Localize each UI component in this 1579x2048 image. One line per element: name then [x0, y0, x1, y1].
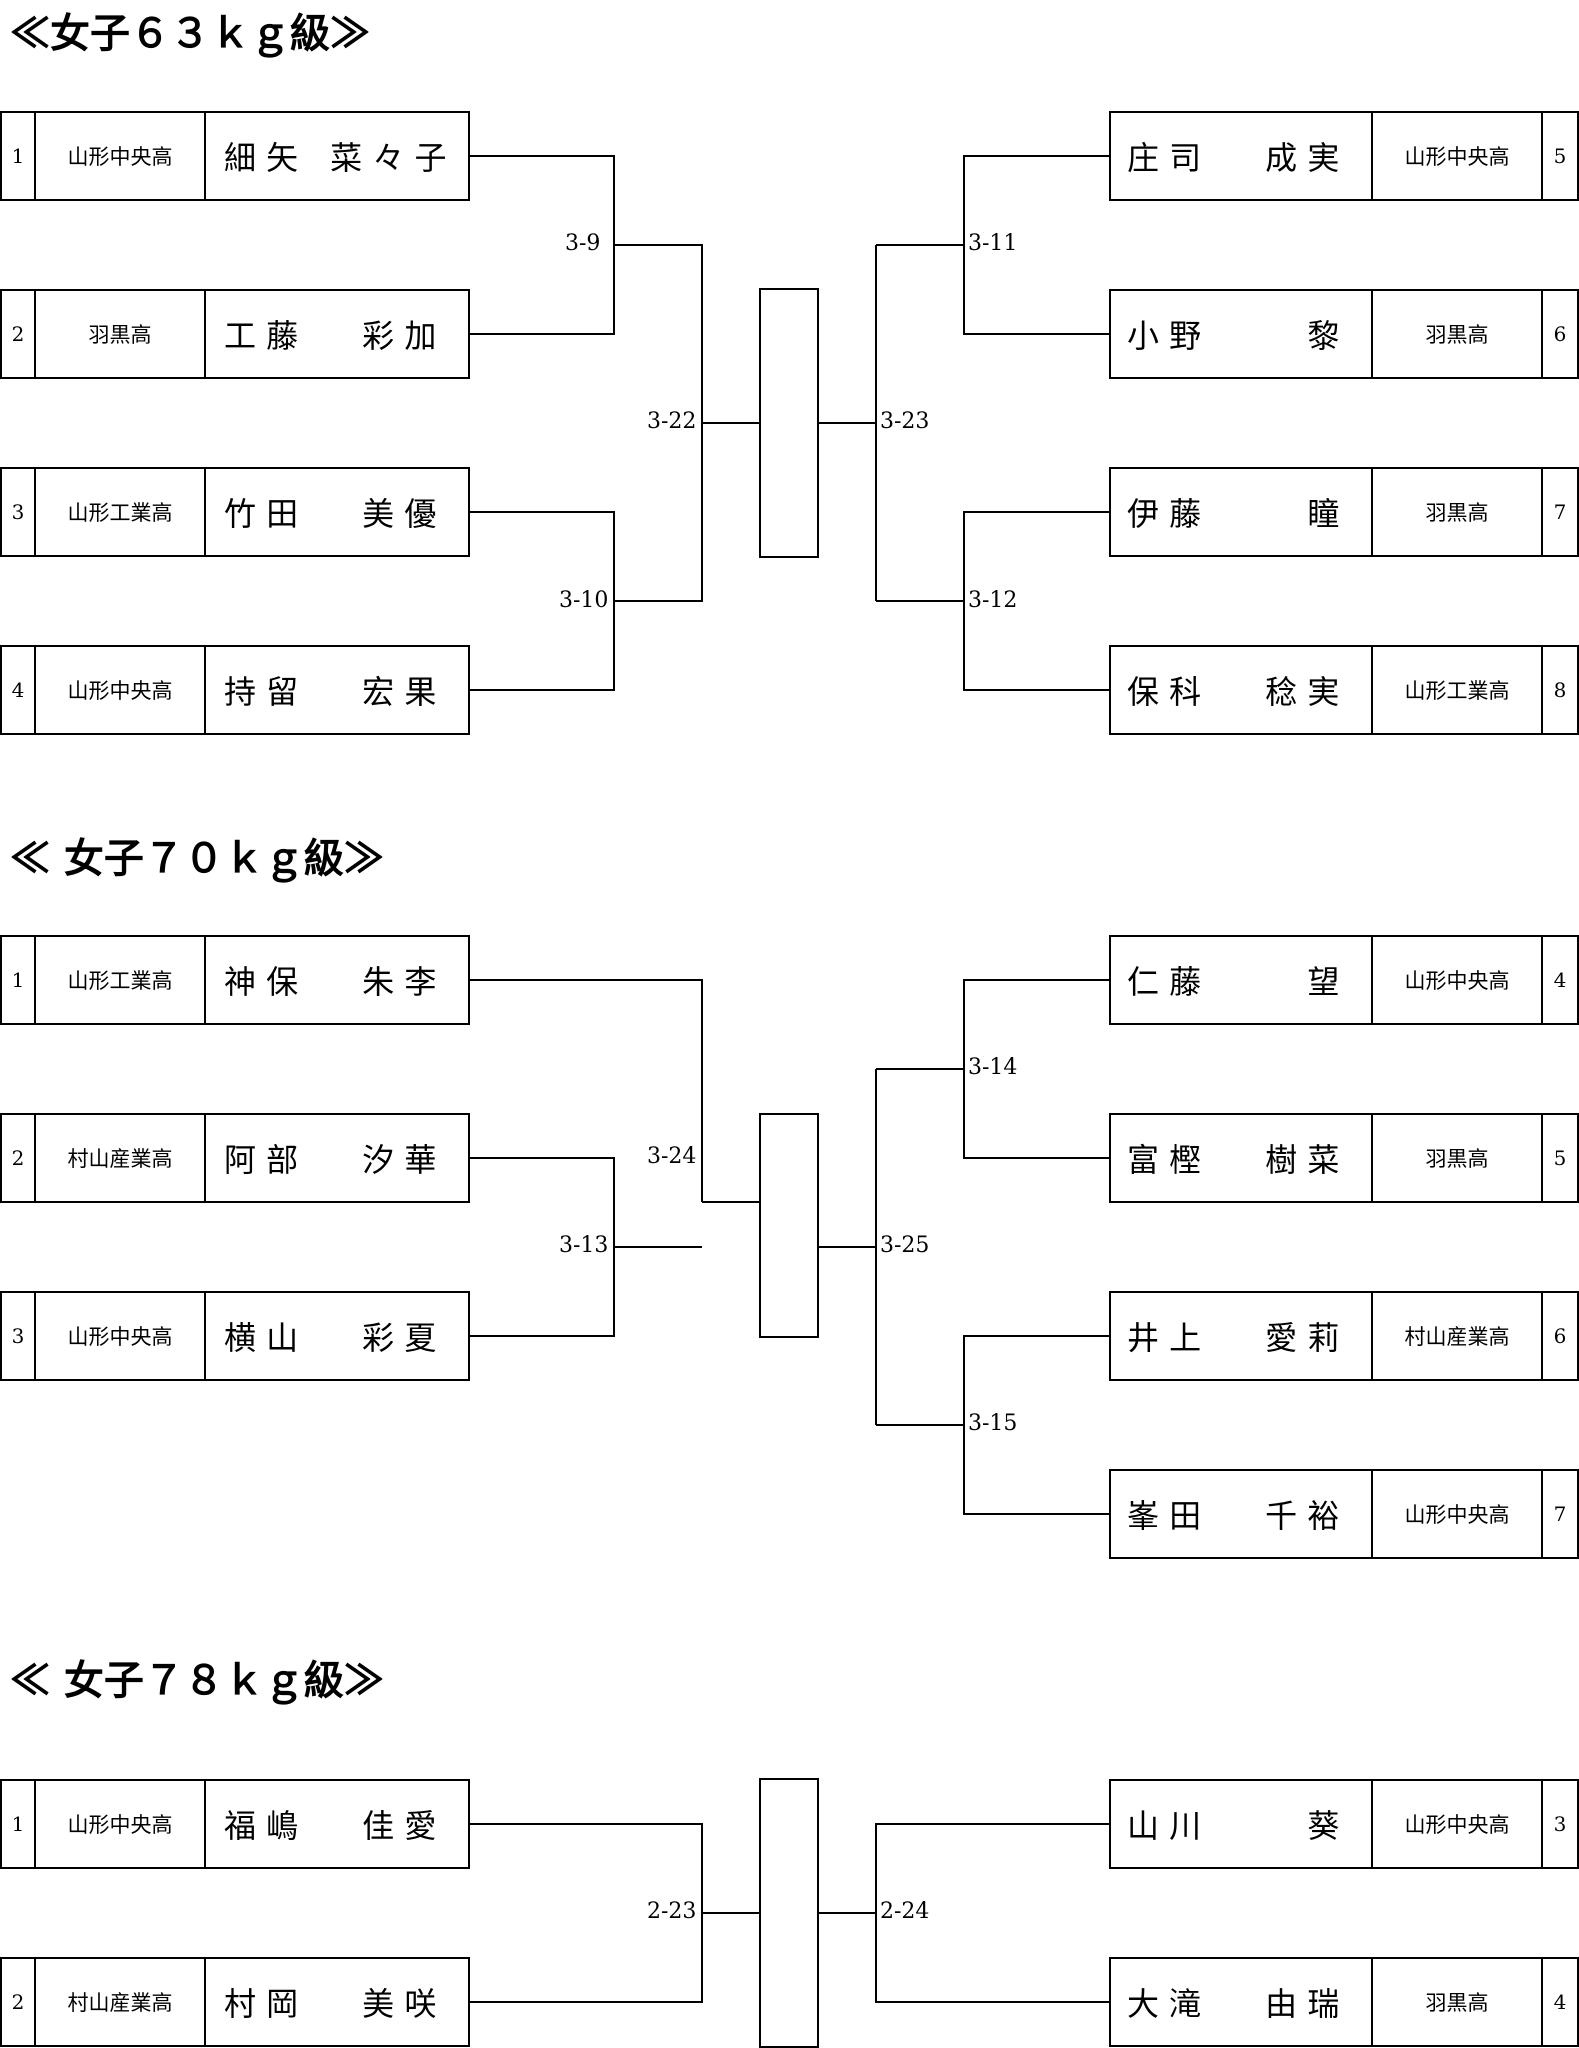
match-label: 3-25: [879, 1233, 931, 1258]
athlete-name: 井 上 愛 莉: [1111, 1293, 1373, 1379]
seed-number: 7: [1553, 1502, 1567, 1526]
entry-box: 1 山形工業高 神 保 朱 李: [0, 935, 470, 1025]
school-name: 山形工業高: [1373, 647, 1543, 733]
athlete-name: 神 保 朱 李: [224, 963, 437, 1001]
seed-number: 5: [1553, 144, 1567, 168]
school-name: 山形中央高: [1373, 937, 1543, 1023]
school-name: 山形工業高: [36, 937, 206, 1023]
match-label: 2-24: [879, 1899, 931, 1924]
athlete-name: 小 野 黎: [1111, 291, 1373, 377]
match-label: 3-10: [558, 588, 610, 613]
seed-number: 4: [1553, 1990, 1567, 2014]
athlete-name: 福 嶋 佳 愛: [224, 1807, 437, 1845]
entry-box: 3 山形工業高 竹 田 美 優: [0, 467, 470, 557]
school-name: 山形中央高: [1373, 1781, 1543, 1867]
athlete-name: 保 科 稔 実: [1111, 647, 1373, 733]
school-name: 村山産業高: [1373, 1293, 1543, 1379]
athlete-name: 阿 部 汐 華: [224, 1141, 437, 1179]
athlete-name: 村 岡 美 咲: [224, 1985, 437, 2023]
division-title-70kg: ≪ 女子７０ｋｇ級≫: [10, 835, 384, 882]
school-name: 羽黒高: [1373, 469, 1543, 555]
athlete-name: 持 留 宏 果: [224, 673, 437, 711]
seed-number: 3: [2, 1293, 36, 1379]
athlete-name: 工 藤 彩 加: [224, 317, 437, 355]
entry-box: 仁 藤 望 山形中央高 4: [1109, 935, 1579, 1025]
seed-number: 7: [1553, 500, 1567, 524]
entry-box: 3 山形中央高 横 山 彩 夏: [0, 1291, 470, 1381]
athlete-name: 庄 司 成 実: [1111, 113, 1373, 199]
entry-box: 2 羽黒高 工 藤 彩 加: [0, 289, 470, 379]
athlete-name: 大 滝 由 瑞: [1111, 1959, 1373, 2045]
school-name: 山形中央高: [36, 113, 206, 199]
match-label: 2-23: [646, 1899, 698, 1924]
match-label: 3-22: [646, 409, 698, 434]
seed-number: 1: [2, 937, 36, 1023]
match-label: 3-9: [564, 231, 602, 256]
entry-box: 伊 藤 瞳 羽黒高 7: [1109, 467, 1579, 557]
athlete-name: 富 樫 樹 菜: [1111, 1115, 1373, 1201]
entry-box: 富 樫 樹 菜 羽黒高 5: [1109, 1113, 1579, 1203]
match-label: 3-24: [646, 1144, 698, 1169]
seed-number: 8: [1553, 678, 1567, 702]
athlete-name: 細 矢 菜 々 子: [224, 139, 447, 177]
school-name: 羽黒高: [1373, 291, 1543, 377]
athlete-name: 横 山 彩 夏: [224, 1319, 437, 1357]
school-name: 山形中央高: [1373, 113, 1543, 199]
entry-box: 4 山形中央高 持 留 宏 果: [0, 645, 470, 735]
seed-number: 2: [2, 1959, 36, 2045]
school-name: 村山産業高: [36, 1115, 206, 1201]
entry-box: 2 村山産業高 村 岡 美 咲: [0, 1957, 470, 2047]
school-name: 山形中央高: [36, 1781, 206, 1867]
entry-box: 峯 田 千 裕 山形中央高 7: [1109, 1469, 1579, 1559]
school-name: 山形中央高: [36, 647, 206, 733]
seed-number: 3: [2, 469, 36, 555]
athlete-name: 竹 田 美 優: [224, 495, 437, 533]
division-title-78kg: ≪ 女子７８ｋｇ級≫: [10, 1657, 384, 1704]
school-name: 村山産業高: [36, 1959, 206, 2045]
entry-box: 庄 司 成 実 山形中央高 5: [1109, 111, 1579, 201]
entry-box: 小 野 黎 羽黒高 6: [1109, 289, 1579, 379]
seed-number: 5: [1553, 1146, 1567, 1170]
athlete-name: 伊 藤 瞳: [1111, 469, 1373, 555]
athlete-name: 山 川 葵: [1111, 1781, 1373, 1867]
division-title-63kg: ≪女子６３ｋｇ級≫: [10, 10, 370, 57]
athlete-name: 峯 田 千 裕: [1111, 1471, 1373, 1557]
match-label: 3-14: [967, 1055, 1019, 1080]
seed-number: 6: [1553, 1324, 1567, 1348]
final-box-78kg: [759, 1778, 819, 2048]
final-box-70kg: [759, 1113, 819, 1338]
seed-number: 2: [2, 291, 36, 377]
entry-box: 井 上 愛 莉 村山産業高 6: [1109, 1291, 1579, 1381]
entry-box: 2 村山産業高 阿 部 汐 華: [0, 1113, 470, 1203]
school-name: 山形中央高: [1373, 1471, 1543, 1557]
seed-number: 1: [2, 1781, 36, 1867]
final-box-63kg: [759, 288, 819, 558]
seed-number: 6: [1553, 322, 1567, 346]
match-label: 3-11: [967, 231, 1019, 256]
athlete-name: 仁 藤 望: [1111, 937, 1373, 1023]
seed-number: 2: [2, 1115, 36, 1201]
entry-box: 保 科 稔 実 山形工業高 8: [1109, 645, 1579, 735]
entry-box: 山 川 葵 山形中央高 3: [1109, 1779, 1579, 1869]
entry-box: 1 山形中央高 細 矢 菜 々 子: [0, 111, 470, 201]
match-label: 3-12: [967, 588, 1019, 613]
seed-number: 4: [2, 647, 36, 733]
entry-box: 1 山形中央高 福 嶋 佳 愛: [0, 1779, 470, 1869]
match-label: 3-13: [558, 1233, 610, 1258]
school-name: 羽黒高: [1373, 1959, 1543, 2045]
school-name: 山形工業高: [36, 469, 206, 555]
entry-box: 大 滝 由 瑞 羽黒高 4: [1109, 1957, 1579, 2047]
seed-number: 3: [1553, 1812, 1567, 1836]
match-label: 3-15: [967, 1411, 1019, 1436]
match-label: 3-23: [879, 409, 931, 434]
school-name: 羽黒高: [36, 291, 206, 377]
school-name: 山形中央高: [36, 1293, 206, 1379]
school-name: 羽黒高: [1373, 1115, 1543, 1201]
seed-number: 1: [2, 113, 36, 199]
seed-number: 4: [1553, 968, 1567, 992]
